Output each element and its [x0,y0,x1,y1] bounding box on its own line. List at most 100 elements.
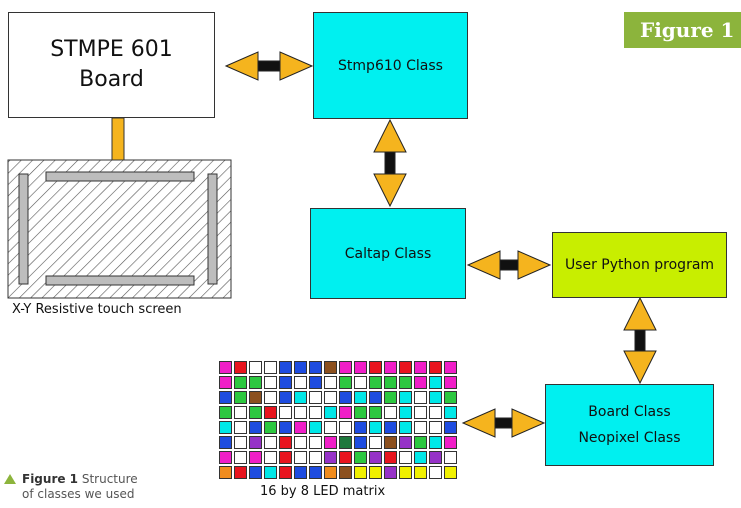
led-cell [339,436,352,449]
led-cell [264,376,277,389]
led-cell [369,436,382,449]
led-cell [309,361,322,374]
led-cell [309,421,322,434]
user-program-label: User Python program [564,257,715,273]
led-cell [219,421,232,434]
led-cell [369,451,382,464]
board-class-label: Board Class [588,404,671,420]
led-cell [294,466,307,479]
led-cell [294,376,307,389]
led-cell [414,436,427,449]
led-cell [414,391,427,404]
led-cell [264,406,277,419]
figure-tag-label: Figure 1 [640,18,735,42]
led-cell [339,391,352,404]
led-cell [219,406,232,419]
led-cell [219,361,232,374]
led-cell [234,436,247,449]
led-cell [249,406,262,419]
led-cell [339,406,352,419]
led-cell [264,361,277,374]
led-cell [294,406,307,419]
led-cell [399,361,412,374]
led-cell [444,466,457,479]
led-cell [369,406,382,419]
led-cell [399,391,412,404]
led-cell [294,421,307,434]
led-cell [309,451,322,464]
led-cell [234,466,247,479]
led-cell [339,421,352,434]
led-cell [324,361,337,374]
led-cell [249,466,262,479]
led-cell [399,466,412,479]
led-cell [309,406,322,419]
led-cell [414,361,427,374]
led-cell [429,466,442,479]
caption-bold: Figure 1 [22,472,79,486]
led-cell [309,376,322,389]
led-cell [324,451,337,464]
led-cell [234,451,247,464]
led-cell [354,376,367,389]
led-cell [234,361,247,374]
led-cell [249,391,262,404]
led-cell [294,436,307,449]
led-cell [249,421,262,434]
led-cell [444,376,457,389]
board-neopixel-box: Board Class Neopixel Class [545,384,714,466]
led-cell [369,376,382,389]
led-cell [264,451,277,464]
led-cell [429,361,442,374]
led-cell [294,451,307,464]
led-cell [399,376,412,389]
led-cell [369,361,382,374]
led-cell [429,376,442,389]
led-cell [324,406,337,419]
touch-bar-bottom [45,275,195,286]
led-matrix-label: 16 by 8 LED matrix [260,484,386,499]
neopixel-class-label: Neopixel Class [578,430,681,446]
led-cell [384,436,397,449]
led-cell [279,421,292,434]
stmp610-class-label: Stmp610 Class [338,57,443,74]
led-cell [279,361,292,374]
figure-tag: Figure 1 [624,12,741,48]
led-cell [354,361,367,374]
led-cell [249,436,262,449]
touch-bar-right [207,173,218,285]
led-cell [264,466,277,479]
led-cell [324,391,337,404]
led-cell [234,421,247,434]
led-cell [429,436,442,449]
led-cell [324,436,337,449]
led-cell [279,391,292,404]
user-program-box: User Python program [552,232,727,298]
touch-screen-label: X-Y Resistive touch screen [12,302,182,317]
led-cell [264,391,277,404]
led-cell [444,436,457,449]
touch-screen [7,159,232,299]
led-cell [354,421,367,434]
led-cell [309,436,322,449]
caption-line2: of classes we used [22,487,135,501]
led-cell [399,421,412,434]
led-cell [354,406,367,419]
arrow-user-board [623,296,657,385]
led-cell [369,421,382,434]
caption-triangle-icon [4,474,16,484]
led-cell [444,406,457,419]
led-cell [294,391,307,404]
led-cell [279,466,292,479]
led-cell [429,391,442,404]
led-cell [249,361,262,374]
led-cell [219,451,232,464]
led-cell [234,406,247,419]
led-cell [309,466,322,479]
figure-caption: Figure 1 Structure of classes we used [22,472,138,502]
led-cell [414,466,427,479]
led-cell [324,376,337,389]
led-cell [279,406,292,419]
led-cell [444,361,457,374]
